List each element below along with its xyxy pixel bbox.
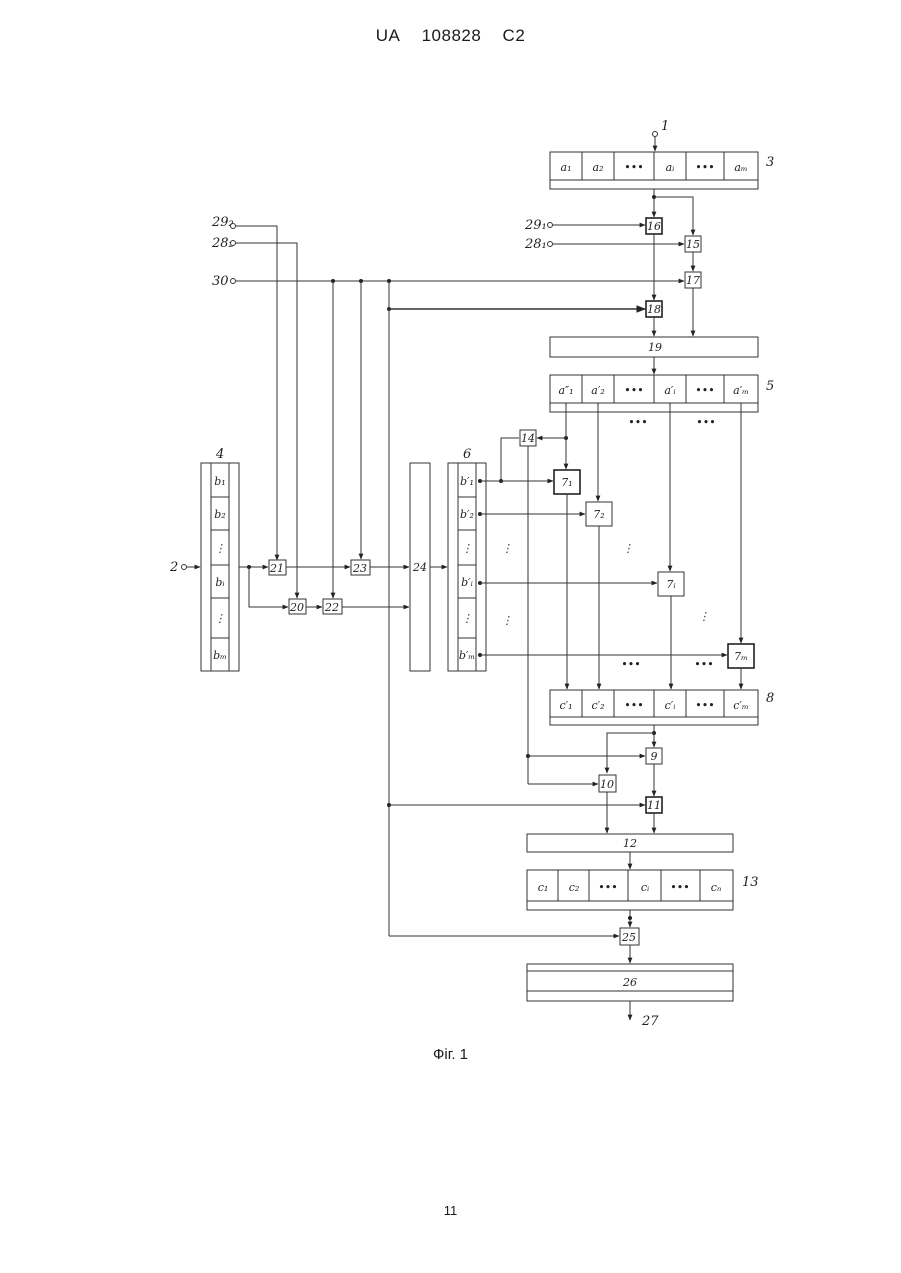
reg13-cell: ••• bbox=[670, 881, 689, 894]
block-26-label: 26 bbox=[622, 976, 637, 989]
reg6-cell: b′ₘ bbox=[459, 649, 475, 662]
reg3-cell: aᵢ bbox=[666, 161, 675, 174]
ellipsis: ••• bbox=[694, 658, 713, 671]
block-7-1-label: 7₁ bbox=[561, 476, 572, 489]
register-13-label: 13 bbox=[742, 875, 759, 890]
reg13-cell: c₂ bbox=[569, 881, 580, 894]
reg5-cell: a′ᵢ bbox=[664, 384, 675, 397]
reg13-cell: c₁ bbox=[538, 881, 549, 894]
register-5-label: 5 bbox=[766, 379, 774, 394]
block-17-label: 17 bbox=[686, 274, 700, 287]
terminal-29-2-label: 29₂ bbox=[211, 215, 234, 230]
register-3-label: 3 bbox=[766, 155, 774, 170]
block-20-label: 20 bbox=[289, 601, 304, 614]
block-22-label: 22 bbox=[324, 601, 339, 614]
register-5: a″₁ a′₂ ••• a′ᵢ ••• a′ₘ bbox=[550, 375, 758, 412]
reg8-cell: c′ᵢ bbox=[665, 699, 676, 712]
reg4-cell: bᵢ bbox=[215, 576, 224, 589]
block-7-2-label: 7₂ bbox=[593, 508, 604, 521]
ellipsis: ⋮ bbox=[502, 542, 513, 555]
reg5-cell: ••• bbox=[624, 384, 643, 397]
block-16-label: 16 bbox=[647, 220, 661, 233]
reg6-cell: b′ᵢ bbox=[461, 576, 473, 589]
terminal-1-label: 1 bbox=[661, 119, 669, 134]
reg6-cell: b′₂ bbox=[460, 508, 474, 521]
reg4-cell: bₘ bbox=[213, 649, 227, 662]
reg3-cell: aₘ bbox=[734, 161, 747, 174]
reg6-cell: ⋮ bbox=[462, 542, 473, 555]
page-number: 11 bbox=[0, 1203, 901, 1218]
register-6: b′₁ b′₂ ⋮ b′ᵢ ⋮ b′ₘ bbox=[448, 463, 486, 671]
figure-caption: Фіг. 1 bbox=[0, 1046, 901, 1063]
ellipsis: ⋮ bbox=[502, 614, 513, 627]
reg8-cell: ••• bbox=[695, 699, 714, 712]
reg5-cell: ••• bbox=[695, 384, 714, 397]
reg8-cell: ••• bbox=[624, 699, 643, 712]
reg13-cell: ••• bbox=[598, 881, 617, 894]
block-7-i-label: 7ᵢ bbox=[666, 578, 675, 591]
block-14-label: 14 bbox=[521, 432, 535, 445]
reg8-cell: c′₁ bbox=[559, 699, 572, 712]
ellipsis: ••• bbox=[628, 416, 647, 429]
block-15-label: 15 bbox=[686, 238, 700, 251]
reg3-cell: a₁ bbox=[561, 161, 572, 174]
reg3-cell: ••• bbox=[624, 161, 643, 174]
register-4-label: 4 bbox=[215, 447, 224, 462]
reg5-cell: a″₁ bbox=[558, 384, 573, 397]
terminal-29-1-label: 29₁ bbox=[524, 218, 547, 233]
terminal-30-label: 30 bbox=[212, 274, 229, 289]
ellipsis: ••• bbox=[621, 658, 640, 671]
block-21-label: 21 bbox=[269, 562, 284, 575]
ellipsis: ⋮ bbox=[623, 542, 634, 555]
terminal-1 bbox=[653, 132, 658, 137]
terminal-2-label: 2 bbox=[169, 560, 178, 575]
block-23-label: 23 bbox=[352, 562, 367, 575]
terminal-27-label: 27 bbox=[641, 1014, 659, 1029]
reg8-cell: c′ₘ bbox=[733, 699, 748, 712]
reg3-cell: ••• bbox=[695, 161, 714, 174]
reg6-cell: ⋮ bbox=[462, 612, 473, 625]
reg6-cell: b′₁ bbox=[460, 475, 474, 488]
reg13-cell: cₙ bbox=[711, 881, 722, 894]
block-7-m-label: 7ₘ bbox=[734, 650, 748, 663]
block-12-label: 12 bbox=[623, 837, 637, 850]
block-9-label: 9 bbox=[651, 750, 658, 763]
block-18-label: 18 bbox=[647, 303, 661, 316]
reg5-cell: a′ₘ bbox=[733, 384, 749, 397]
ellipsis: ••• bbox=[696, 416, 715, 429]
reg4-cell: b₂ bbox=[214, 508, 225, 521]
register-3: a₁ a₂ ••• aᵢ ••• aₘ bbox=[550, 152, 758, 189]
reg4-cell: ⋮ bbox=[215, 542, 226, 555]
terminal-28-1-label: 28₁ bbox=[524, 237, 547, 252]
ellipsis: ⋮ bbox=[699, 610, 710, 623]
register-8-label: 8 bbox=[766, 691, 774, 706]
register-4: b₁ b₂ ⋮ bᵢ ⋮ bₘ bbox=[201, 463, 239, 671]
reg3-cell: a₂ bbox=[593, 161, 604, 174]
reg4-cell: ⋮ bbox=[215, 612, 226, 625]
reg8-cell: c′₂ bbox=[591, 699, 604, 712]
block-19-label: 19 bbox=[648, 341, 662, 354]
register-13: c₁ c₂ ••• cᵢ ••• cₙ bbox=[527, 870, 733, 910]
block-24-label: 24 bbox=[412, 561, 427, 574]
reg4-cell: b₁ bbox=[214, 475, 225, 488]
block-11-label: 11 bbox=[647, 799, 661, 812]
block-10-label: 10 bbox=[600, 778, 614, 791]
reg13-cell: cᵢ bbox=[641, 881, 649, 894]
reg5-cell: a′₂ bbox=[591, 384, 604, 397]
block-25-label: 25 bbox=[621, 931, 636, 944]
register-8: c′₁ c′₂ ••• c′ᵢ ••• c′ₘ bbox=[550, 690, 758, 725]
register-6-label: 6 bbox=[463, 447, 471, 462]
